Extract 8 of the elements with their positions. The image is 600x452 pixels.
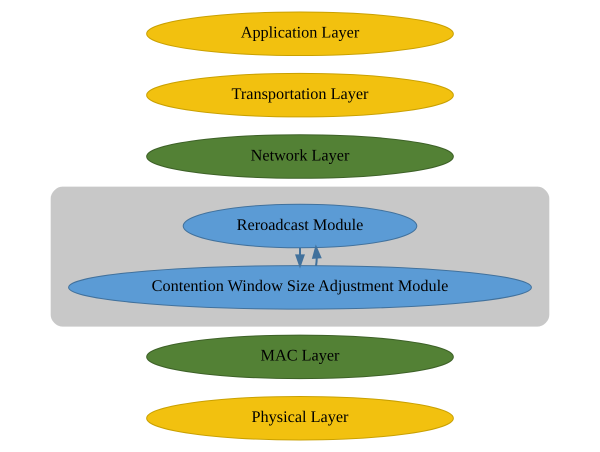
node-ellipse: Transportation Layer bbox=[146, 72, 454, 118]
cluster bbox=[50, 186, 550, 328]
node-ellipse: Contention Window Size Adjustment Module bbox=[68, 265, 532, 310]
node-ellipse: Physical Layer bbox=[146, 396, 454, 440]
node-ellipse: Application Layer bbox=[146, 12, 454, 56]
node-ellipse: Network Layer bbox=[146, 134, 454, 179]
node-ellipse: Reroadcast Module bbox=[182, 204, 418, 248]
node-ellipse: MAC Layer bbox=[146, 334, 454, 380]
